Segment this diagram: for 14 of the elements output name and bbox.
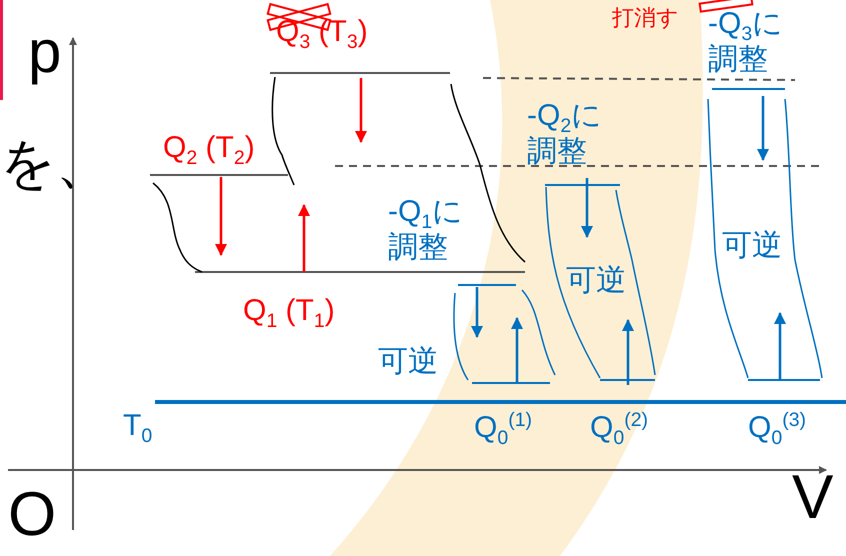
axis-label: p [28,20,62,83]
heat-label: Q$_{1}$ (T$_{1}$) [243,295,335,332]
annotation-text: -Q$_{3}$に調整 [708,8,784,76]
annotation-text: 可逆 [378,346,438,378]
origin-label: O [8,482,56,548]
annotation-text: 可逆 [722,230,782,262]
heat-label: Q$_{2}$ (T$_{2}$) [163,132,255,168]
text-fragment: を、 [0,135,111,193]
annotation-text: -Q$_{1}$に調整 [388,196,464,264]
annotation-text: 打消す [612,6,679,30]
annotation-text: -Q$_{2}$に調整 [527,100,604,168]
axis-label: V [792,465,834,530]
annotation-text: 可逆 [566,265,626,296]
temperature-label: T$_{0}$ [123,410,152,446]
